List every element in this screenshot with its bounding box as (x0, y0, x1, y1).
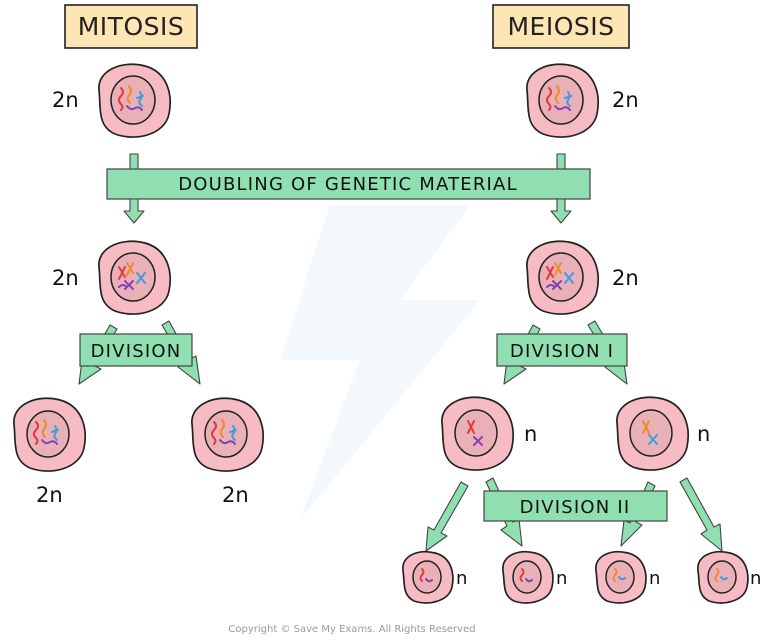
meiosis-arrow-down-1 (556, 153, 566, 171)
meiosis-title: MEIOSIS (507, 12, 614, 41)
meiosis-title-box: MEIOSIS (492, 4, 630, 49)
mitosis-doubled-cell (98, 240, 171, 315)
meiosis-arrow-division2-1 (425, 481, 469, 552)
mitosis-doubled-ploidy: 2n (52, 266, 79, 290)
mitosis-daughter-1-ploidy: 2n (36, 483, 63, 507)
meiosis-ii-daughter-1-ploidy: n (456, 568, 467, 589)
meiosis-division1-band: DIVISION I (496, 333, 628, 367)
meiosis-ii-daughter-2-ploidy: n (556, 568, 567, 589)
meiosis-ii-daughter-4-ploidy: n (750, 568, 761, 589)
meiosis-i-daughter-2-ploidy: n (697, 422, 710, 446)
meiosis-arrow-down-2 (550, 198, 572, 224)
meiosis-ii-daughter-cell-4 (697, 551, 749, 604)
doubling-band: DOUBLING OF GENETIC MATERIAL (106, 168, 591, 200)
meiosis-arrow-division2-4 (679, 477, 723, 552)
mitosis-arrow-down-1 (129, 153, 139, 171)
mitosis-division-label: DIVISION (91, 341, 182, 362)
mitosis-division-band: DIVISION (79, 333, 193, 367)
meiosis-division2-label: DIVISION II (520, 497, 631, 518)
meiosis-ii-daughter-cell-1 (402, 551, 454, 604)
mitosis-daughter-2-ploidy: 2n (222, 483, 249, 507)
meiosis-division2-band: DIVISION II (483, 490, 668, 522)
copyright-text: Copyright © Save My Exams. All Rights Re… (228, 624, 475, 635)
mitosis-title-box: MITOSIS (64, 4, 198, 49)
meiosis-ii-daughter-cell-2 (502, 551, 554, 604)
meiosis-doubled-ploidy: 2n (612, 266, 639, 290)
mitosis-daughter-cell-2 (191, 397, 264, 472)
meiosis-i-daughter-1-ploidy: n (524, 422, 537, 446)
meiosis-i-daughter-cell-2 (616, 396, 689, 471)
mitosis-parent-cell (98, 63, 171, 138)
meiosis-doubled-cell (526, 240, 599, 315)
meiosis-parent-cell (526, 63, 599, 138)
meiosis-i-daughter-cell-1 (441, 396, 514, 471)
doubling-band-label: DOUBLING OF GENETIC MATERIAL (178, 174, 518, 195)
mitosis-parent-ploidy: 2n (52, 88, 79, 112)
watermark-logo (280, 205, 480, 520)
meiosis-division1-label: DIVISION I (510, 341, 614, 362)
mitosis-daughter-cell-1 (13, 397, 86, 472)
meiosis-parent-ploidy: 2n (612, 88, 639, 112)
meiosis-ii-daughter-cell-3 (595, 551, 647, 604)
mitosis-arrow-down-2 (123, 198, 145, 224)
meiosis-ii-daughter-3-ploidy: n (649, 568, 660, 589)
mitosis-title: MITOSIS (78, 12, 185, 41)
